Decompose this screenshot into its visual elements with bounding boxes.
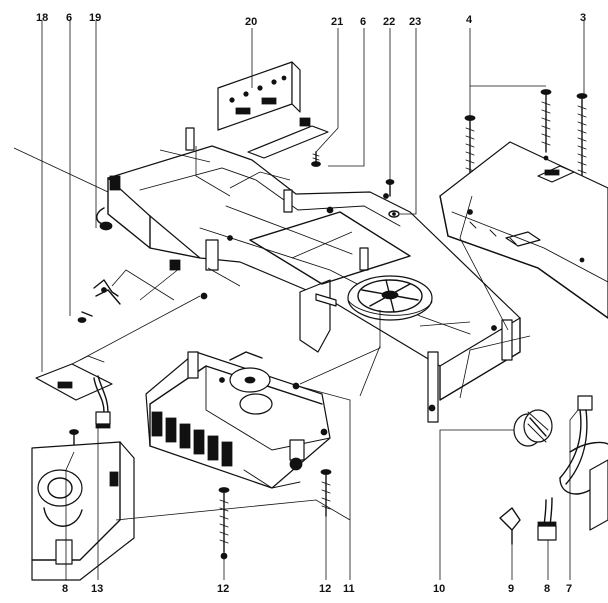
part-6-screw-left	[77, 311, 93, 323]
flywheel-spool	[347, 275, 433, 321]
callout-6-mid: 6	[360, 16, 366, 28]
callout-10: 10	[433, 583, 445, 595]
tape-deck-mechanism	[145, 351, 331, 489]
callout-4: 4	[466, 14, 473, 26]
part-13-connector	[93, 375, 111, 429]
callout-19: 19	[89, 12, 101, 24]
callout-3: 3	[580, 12, 586, 24]
callout-11: 11	[343, 583, 355, 595]
callout-13: 13	[91, 583, 103, 595]
part-7-harness	[559, 395, 608, 531]
main-chassis-frame	[96, 127, 521, 423]
callout-8-right: 8	[544, 583, 550, 595]
callout-20: 20	[245, 16, 257, 28]
callout-6-left: 6	[66, 12, 72, 24]
callouts-top: 18 6 19 20 21 6 22 23 4 3	[36, 12, 586, 28]
part-8-connector	[537, 497, 557, 541]
part-22-screw	[385, 179, 395, 197]
callout-9: 9	[508, 583, 514, 595]
part-18-flat-cable	[35, 355, 113, 401]
cabinet-lower-left	[31, 441, 135, 581]
part-21-screw	[311, 151, 321, 167]
callout-8-left: 8	[62, 583, 68, 595]
callout-12-left: 12	[217, 583, 229, 595]
part-4-screws	[464, 89, 552, 197]
callouts-bottom: 8 13 12 12 11 10 9 8 7	[62, 583, 572, 595]
leader-lines	[13, 20, 585, 580]
callout-22: 22	[383, 16, 395, 28]
part-23-washer	[388, 210, 400, 218]
part-9-clip	[499, 507, 521, 545]
part-19-clip	[93, 279, 121, 305]
part-3-screw	[576, 93, 588, 177]
part-20-bracket-plate	[217, 61, 329, 159]
cabinet-top-housing	[439, 141, 608, 319]
callout-18: 18	[36, 12, 48, 24]
part-10-knob	[513, 409, 553, 447]
callout-7: 7	[566, 583, 572, 595]
callout-23: 23	[409, 16, 421, 28]
part-12-screw-right	[320, 469, 332, 517]
callout-12-right: 12	[319, 583, 331, 595]
part-12-screw-left	[218, 487, 230, 560]
callout-21: 21	[331, 16, 343, 28]
